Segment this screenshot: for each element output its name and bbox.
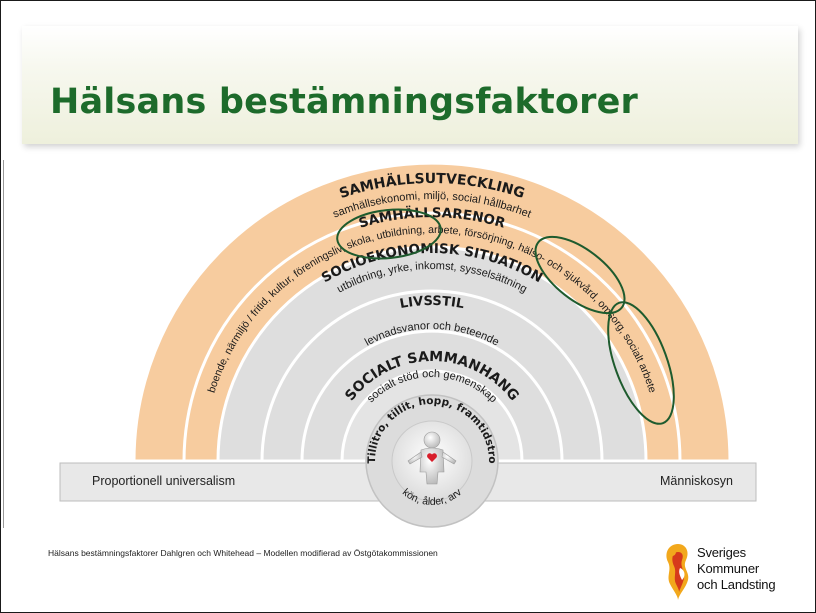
heart-icon — [427, 453, 437, 462]
person-icon — [407, 431, 457, 485]
logo-line: Sveriges — [697, 545, 746, 560]
title-band — [22, 26, 798, 144]
logo-line: Kommuner — [697, 561, 759, 576]
figure-caption: Hälsans bestämningsfaktorer Dahlgren och… — [48, 548, 438, 558]
skl-logo-text: Sveriges Kommuner och Landsting — [697, 545, 776, 593]
logo-line: och Landsting — [697, 577, 776, 592]
band-right-label: Människosyn — [660, 474, 733, 488]
highlight-skola-utbildning — [336, 208, 442, 260]
layer-3-title: LIVSSTIL — [399, 294, 466, 312]
highlight-halso-sjukvard — [534, 235, 626, 315]
skl-logo-icon — [666, 544, 689, 600]
slide-title: Hälsans bestämningsfaktorer — [50, 82, 639, 122]
band-left-label: Proportionell universalism — [92, 474, 235, 488]
highlight-omsorg-socialt-arbete — [607, 301, 675, 425]
left-rule — [3, 160, 4, 528]
skl-logo: Sveriges Kommuner och Landsting — [660, 540, 810, 602]
